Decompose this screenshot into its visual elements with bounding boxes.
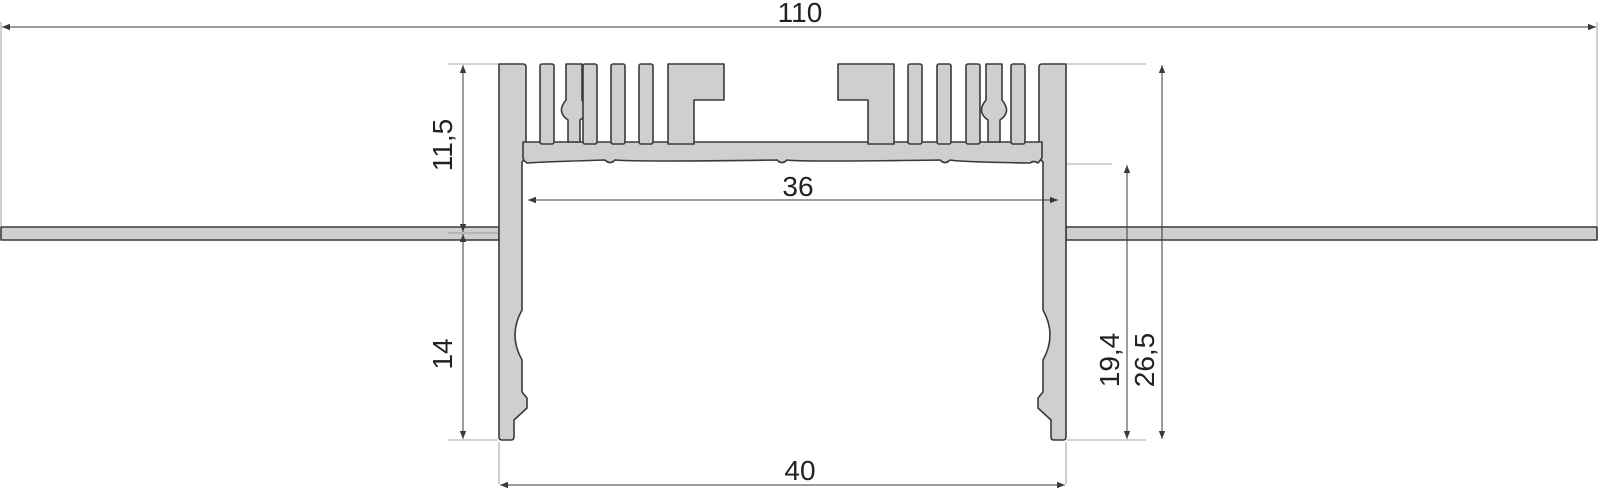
label-bottom-height: 14	[427, 338, 458, 369]
left-hook	[667, 63, 725, 145]
label-top-height: 11,5	[427, 119, 458, 171]
heatsink-base	[522, 141, 1043, 164]
fin-slot	[980, 63, 1008, 143]
fin	[1010, 63, 1026, 145]
label-outer-width: 40	[784, 455, 815, 486]
profile-cross-section	[0, 63, 1598, 441]
right-flange	[1065, 226, 1598, 241]
fin	[965, 63, 981, 145]
left-flange	[0, 226, 500, 241]
right-hook	[837, 63, 895, 145]
label-overall-width: 110	[778, 0, 823, 28]
dimension-lines	[2, 23, 1596, 489]
fin	[907, 63, 923, 145]
fin	[610, 63, 626, 145]
label-inner-height: 19,4	[1094, 333, 1125, 388]
label-total-height: 26,5	[1129, 333, 1160, 388]
extension-lines	[0, 22, 1598, 484]
fin	[582, 63, 598, 145]
fin	[638, 63, 654, 145]
fin	[539, 63, 555, 145]
label-inner-width: 36	[782, 171, 813, 202]
fin	[936, 63, 952, 145]
left-wall	[498, 63, 528, 441]
right-wall	[1037, 63, 1067, 441]
dimension-labels: 110 11,5 36 14 19,4 26,5 40	[427, 0, 1160, 486]
